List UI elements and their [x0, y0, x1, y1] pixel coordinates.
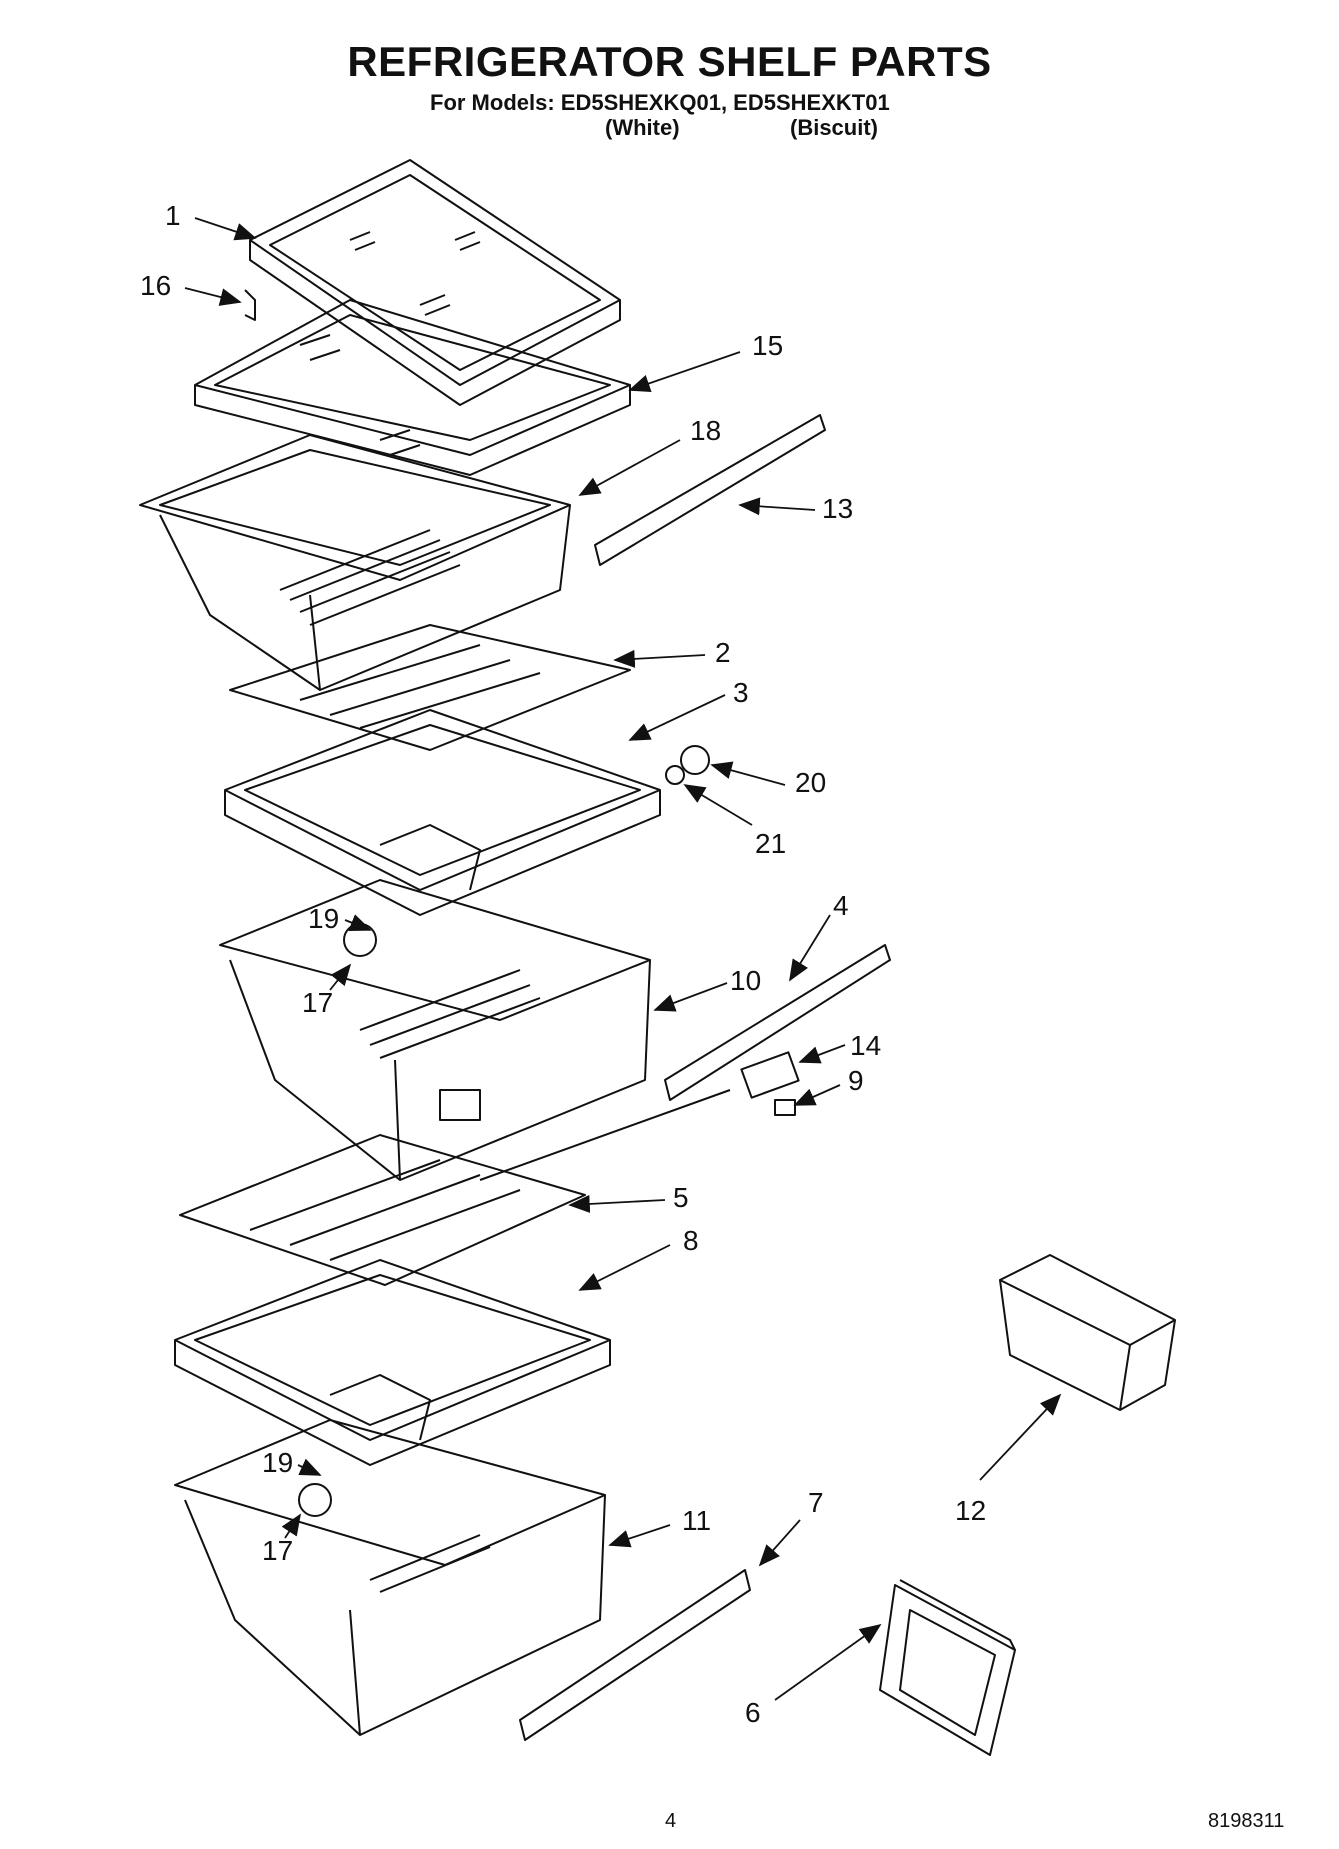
callout-17b: 17	[262, 1535, 293, 1566]
callout-21: 21	[755, 828, 786, 859]
part-glass-shelf-top	[249, 159, 621, 406]
callout-6: 6	[745, 1697, 761, 1728]
callout-1: 1	[165, 200, 181, 231]
variant-biscuit: (Biscuit)	[790, 115, 878, 140]
variant-white: (White)	[605, 115, 680, 140]
part-crisper-drawer-11	[174, 1419, 606, 1736]
callout-4: 4	[833, 890, 849, 921]
callout-8: 8	[683, 1225, 699, 1256]
callout-13: 13	[822, 493, 853, 524]
part-rail-7	[519, 1569, 751, 1741]
part-crisper-drawer-10	[219, 879, 731, 1181]
callout-7: 7	[808, 1487, 824, 1518]
callout-15: 15	[752, 330, 783, 361]
part-clip-14-9	[740, 1051, 800, 1116]
part-shelf-frame	[194, 289, 631, 476]
models-line: For Models: ED5SHEXKQ01, ED5SHEXKT01	[430, 90, 890, 115]
part-glass-insert-2	[229, 624, 631, 751]
callout-19: 19	[308, 903, 339, 934]
part-knob-20-21	[665, 745, 710, 785]
callout-11: 11	[682, 1505, 711, 1536]
part-rail-13	[594, 414, 826, 566]
callout-19b: 19	[262, 1447, 293, 1478]
callout-18: 18	[690, 415, 721, 446]
callout-2: 2	[715, 637, 731, 668]
callout-12: 12	[955, 1495, 986, 1526]
callout-14: 14	[850, 1030, 881, 1061]
document-number: 8198311	[1208, 1810, 1285, 1832]
callout-9: 9	[848, 1065, 864, 1096]
part-crisper-frame-3	[224, 709, 661, 916]
part-rail-4	[664, 944, 891, 1101]
callout-10: 10	[730, 965, 761, 996]
callout-17: 17	[302, 987, 333, 1018]
callout-3: 3	[733, 677, 749, 708]
callout-20: 20	[795, 767, 826, 798]
part-glass-insert-5	[179, 1134, 586, 1286]
callout-5: 5	[673, 1182, 689, 1213]
part-bin-12	[999, 1254, 1176, 1411]
callout-16: 16	[140, 270, 171, 301]
part-bracket-6	[879, 1579, 1016, 1756]
part-crisper-frame-8	[174, 1259, 611, 1466]
page-title: REFRIGERATOR SHELF PARTS	[347, 38, 992, 85]
page-number: 4	[665, 1810, 677, 1832]
part-crisper-pan-upper	[139, 434, 571, 691]
